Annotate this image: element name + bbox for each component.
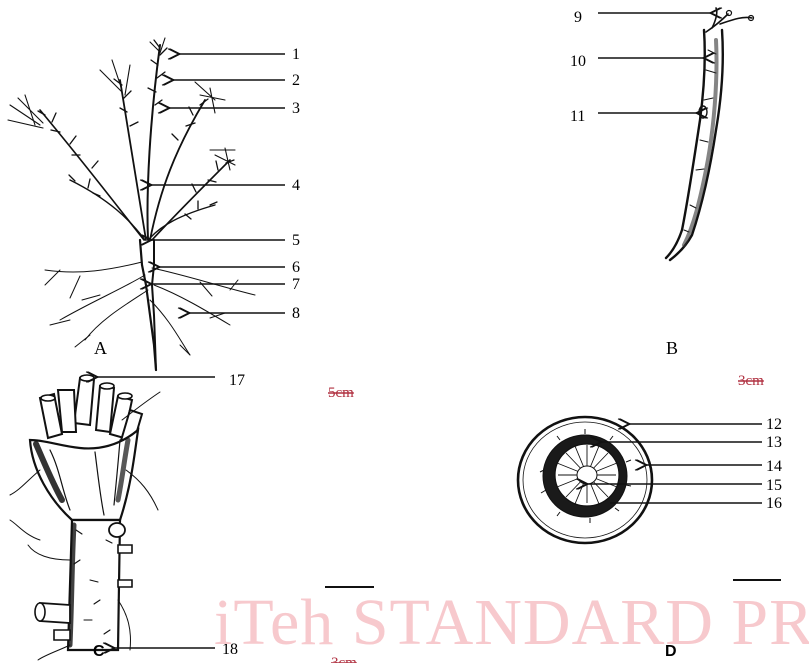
- callout-13: 13: [766, 434, 782, 451]
- callout-3: 3: [292, 100, 300, 117]
- panel-c-callout-numbers: 17 18: [222, 372, 245, 658]
- callout-12: 12: [766, 416, 782, 433]
- callout-7: 7: [292, 276, 300, 293]
- panel-b-callout-arrows: [598, 13, 712, 113]
- panel-a-plant-drawing: [8, 38, 255, 370]
- callout-4: 4: [292, 177, 300, 194]
- panel-c-crown-drawing: [10, 375, 160, 660]
- callout-15: 15: [766, 477, 782, 494]
- callout-17: 17: [229, 372, 245, 389]
- panel-a-callout-numbers: 1 2 3 4 5 6 7 8: [292, 46, 300, 322]
- callout-16: 16: [766, 495, 782, 512]
- callout-6: 6: [292, 259, 300, 276]
- panel-c-scale-label: 5cm: [328, 385, 354, 401]
- panel-d-cross-section-drawing: [518, 417, 652, 543]
- callout-10: 10: [570, 53, 586, 70]
- callout-2: 2: [292, 72, 300, 89]
- callout-11: 11: [570, 108, 585, 125]
- panel-b-scale-label: 3cm: [738, 373, 764, 389]
- panel-d-callout-numbers: 12 13 14 15 16: [766, 416, 782, 512]
- panel-c-bottom-scale-label: 3cm: [331, 655, 357, 663]
- panel-b-callout-numbers: 9 10 11: [570, 9, 586, 125]
- callout-9: 9: [574, 9, 582, 26]
- callout-5: 5: [292, 232, 300, 249]
- panel-a-label: A: [94, 338, 107, 358]
- panel-d-label: D: [665, 643, 677, 660]
- panel-b-root-drawing: [666, 8, 754, 260]
- callout-1: 1: [292, 46, 300, 63]
- callout-18: 18: [222, 641, 238, 658]
- panel-c-label: C: [93, 643, 105, 660]
- callout-14: 14: [766, 458, 782, 475]
- panel-b-label: B: [666, 338, 678, 358]
- panel-a-callout-arrows: [150, 54, 285, 313]
- callout-8: 8: [292, 305, 300, 322]
